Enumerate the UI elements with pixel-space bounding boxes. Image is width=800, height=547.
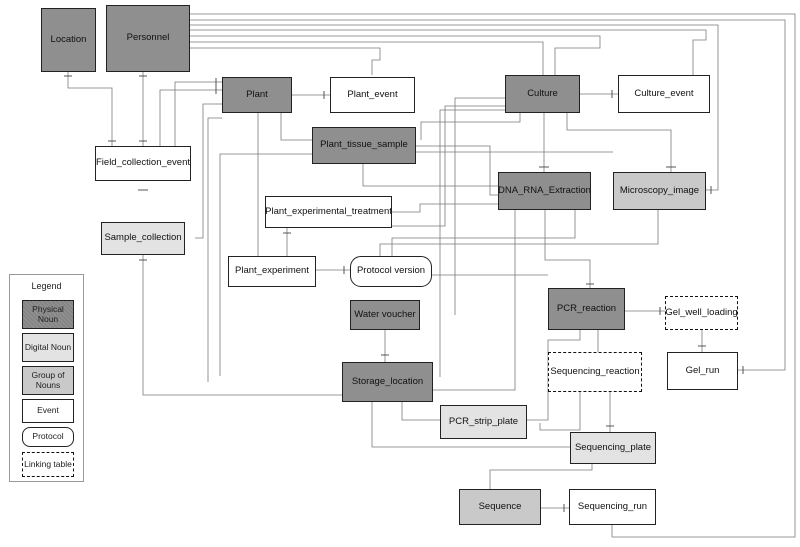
node-water-voucher: Water voucher — [350, 300, 420, 330]
legend-label: Physical Noun — [32, 304, 64, 324]
node-plant-tissue-sample: Plant_tissue_sample — [312, 127, 416, 164]
node-pcr-strip-plate: PCR_strip_plate — [440, 405, 527, 439]
legend-title: Legend — [31, 281, 62, 291]
node-label: Field_collection_event — [96, 157, 191, 169]
node-location: Location — [41, 8, 96, 72]
node-label: Plant_experiment — [235, 265, 309, 277]
legend-physical-noun: Physical Noun — [22, 300, 74, 329]
node-pcr-reaction: PCR_reaction — [548, 288, 625, 330]
node-label: Plant — [246, 88, 268, 100]
legend-group-of-nouns: Group of Nouns — [22, 366, 74, 395]
legend-label: Event — [37, 405, 59, 416]
node-label: PCR_reaction — [556, 302, 617, 314]
node-label: Sequencing_reaction — [550, 365, 640, 377]
node-sequencing-plate: Sequencing_plate — [570, 432, 656, 464]
legend-event: Event — [22, 399, 74, 423]
node-label: Plant_tissue_sample — [320, 139, 408, 151]
legend-label: Digital Noun — [24, 341, 72, 352]
node-plant-experiment: Plant_experiment — [228, 256, 316, 287]
node-label: Personnel — [126, 32, 170, 44]
node-label: Microscopy_image — [619, 184, 700, 196]
legend-protocol: Protocol — [22, 427, 74, 447]
node-plant-experimental-treatment: Plant_experimental_treatment — [265, 196, 392, 228]
legend-linking-table: Linking table — [22, 452, 74, 477]
node-label: Location — [50, 33, 87, 45]
node-label: Culture — [527, 87, 558, 99]
node-label: Sequence — [478, 500, 522, 512]
node-plant-event: Plant_event — [330, 77, 415, 113]
node-dna-rna-extraction: DNA_RNA_Extraction — [498, 172, 591, 210]
node-culture: Culture — [505, 75, 580, 113]
node-microscopy-image: Microscopy_image — [613, 172, 706, 210]
node-gel-run: Gel_run — [667, 352, 738, 390]
node-gel-well-loading: Gel_well_loading — [665, 296, 738, 330]
node-protocol-version: Protocol version — [350, 256, 432, 287]
node-label: Sequencing_run — [577, 500, 648, 512]
node-field-collection-event: Field_collection_event — [95, 146, 191, 181]
node-label: Protocol version — [356, 265, 426, 277]
legend-digital-noun: Digital Noun — [22, 333, 74, 362]
node-label: Gel_run — [685, 364, 720, 376]
node-label: Plant_event — [347, 88, 398, 100]
legend-label: Linking table — [24, 458, 72, 469]
node-label: Sample_collection — [104, 232, 182, 244]
node-storage-location: Storage_location — [342, 362, 433, 402]
node-label: Storage_location — [351, 375, 424, 387]
node-label: PCR_strip_plate — [448, 415, 519, 427]
node-label: Gel_well_loading — [665, 306, 738, 318]
node-label: DNA_RNA_Extraction — [498, 184, 591, 196]
node-label: Plant_experimental_treatment — [265, 205, 392, 217]
node-culture-event: Culture_event — [618, 75, 710, 113]
node-label: Sequencing_plate — [574, 441, 652, 453]
legend: Legend Physical Noun Digital Noun Group … — [9, 274, 84, 482]
node-personnel: Personnel — [106, 5, 190, 72]
legend-label: Group of Nouns — [31, 370, 65, 390]
node-label: Water voucher — [354, 308, 416, 320]
node-plant: Plant — [222, 77, 292, 113]
node-sequencing-reaction: Sequencing_reaction — [548, 352, 642, 392]
node-sequence: Sequence — [459, 489, 541, 525]
node-label: Culture_event — [634, 87, 694, 99]
node-sample-collection: Sample_collection — [101, 222, 185, 255]
node-sequencing-run: Sequencing_run — [569, 489, 656, 525]
legend-label: Protocol — [32, 431, 64, 442]
